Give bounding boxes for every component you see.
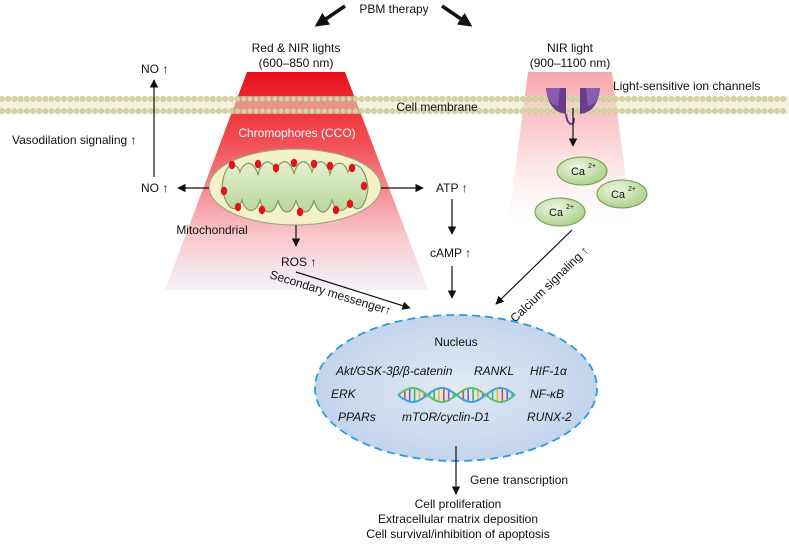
camp-label: cAMP ↑ (430, 246, 471, 260)
arrow-calcium-to-nucleus (495, 229, 573, 305)
no-top-label: NO ↑ (141, 62, 168, 76)
svg-text:Ca: Ca (571, 166, 586, 178)
chromophore-dot (296, 207, 304, 217)
gene-akt: Akt/GSK-3β/β-catenin (335, 364, 453, 378)
cell-membrane-label: Cell membrane (396, 100, 478, 114)
gene-nfkb: NF-κB (530, 387, 564, 401)
nir-light-label: NIR light (547, 41, 594, 55)
dna-helix-icon (397, 387, 516, 403)
calcium-ion-1: Ca 2+ (556, 156, 608, 186)
chromophore-dot (348, 163, 356, 173)
mitochondrial-label: Mitochondrial (176, 223, 247, 237)
nucleus-title: Nucleus (434, 335, 477, 349)
svg-text:Ca: Ca (611, 189, 626, 201)
chromophore-dot (326, 161, 334, 171)
vasodilation-label: Vasodilation signaling ↑ (12, 133, 137, 147)
outcome-cell-proliferation: Cell proliferation (415, 497, 502, 511)
outcome-cell-survival: Cell survival/inhibition of apoptosis (366, 527, 549, 541)
gene-transcription-label: Gene transcription (470, 473, 568, 487)
pbm-therapy-label: PBM therapy (359, 2, 428, 16)
atp-label: ATP ↑ (436, 181, 468, 195)
chromophore-dot (272, 163, 280, 173)
svg-text:2+: 2+ (588, 163, 596, 170)
svg-text:Ca: Ca (549, 207, 564, 219)
gene-mtor: mTOR/cyclin-D1 (402, 410, 490, 424)
outcome-ecm-deposition: Extracellular matrix deposition (378, 512, 538, 526)
arrow-to-red-nir (314, 4, 346, 27)
chromophore-dot (332, 205, 340, 215)
gene-erk: ERK (331, 387, 357, 401)
svg-text:2+: 2+ (566, 204, 574, 211)
cell-membrane (0, 96, 789, 114)
arrow-to-nir (441, 4, 473, 27)
gene-rankl: RANKL (474, 364, 514, 378)
ros-label: ROS ↑ (281, 255, 316, 269)
calcium-ion-2: Ca 2+ (596, 179, 648, 209)
no-mid-label: NO ↑ (141, 181, 168, 195)
ion-channel-label: Light-sensitive ion channels (613, 79, 760, 93)
chromophore-dot (220, 186, 228, 196)
gene-ppars: PPARs (338, 410, 376, 424)
gene-hif: HIF-1α (530, 364, 568, 378)
svg-text:2+: 2+ (628, 186, 636, 193)
nir-wavelength-label: (900–1100 nm) (530, 56, 611, 70)
chromophore-dot (310, 159, 318, 169)
chromophore-dot (228, 160, 236, 170)
chromophores-label: Chromophores (CCO) (238, 126, 355, 140)
red-nir-wavelength-label: (600–850 nm) (259, 56, 334, 70)
chromophore-dot (360, 181, 368, 191)
calcium-signaling-label: Calcium signaling ↑ (507, 243, 591, 325)
chromophore-dot (234, 202, 242, 212)
gene-runx: RUNX-2 (527, 410, 572, 424)
calcium-ion-3: Ca 2+ (534, 197, 586, 227)
arrow-ros-to-nucleus (295, 271, 411, 310)
chromophore-dot (254, 159, 262, 169)
mitochondrion-icon (208, 148, 382, 226)
ion-channel-icon (546, 88, 600, 126)
chromophore-dot (290, 158, 298, 168)
chromophore-dot (346, 199, 354, 209)
chromophore-dot (258, 205, 266, 215)
red-nir-lights-label: Red & NIR lights (252, 41, 341, 55)
